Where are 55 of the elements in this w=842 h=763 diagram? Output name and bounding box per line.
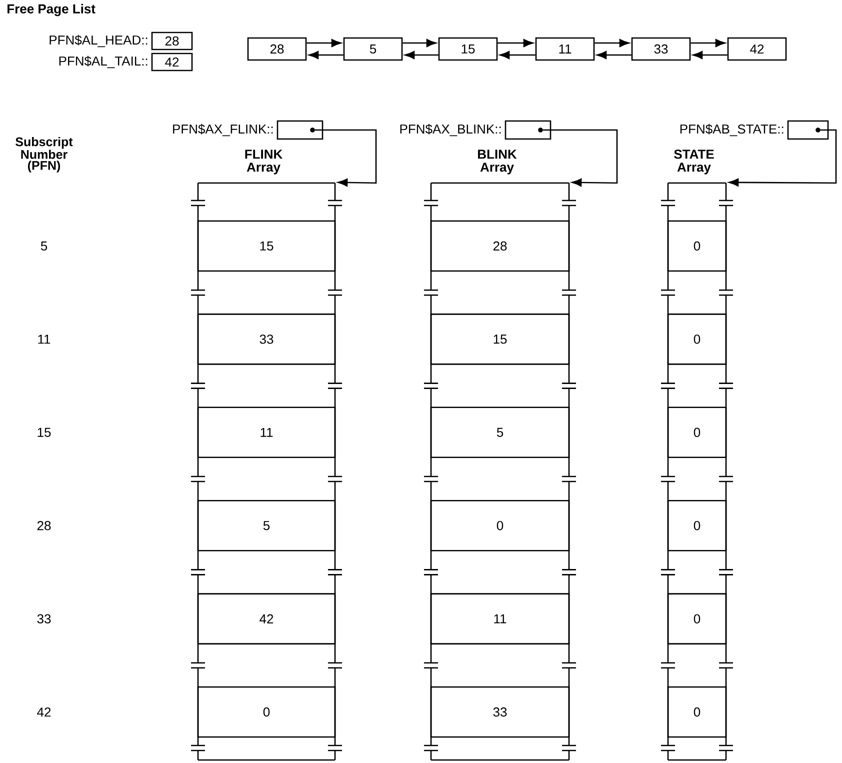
array-cell: 33 bbox=[197, 314, 336, 365]
pointer-box bbox=[787, 120, 829, 140]
pointer-name: PFN$AX_BLINK:: bbox=[400, 124, 501, 136]
array-cell: 0 bbox=[667, 314, 727, 365]
row-number: 5 bbox=[40, 241, 48, 251]
array-cell: 42 bbox=[197, 593, 336, 644]
array-cell: 15 bbox=[197, 220, 336, 272]
array-cell: 28 bbox=[430, 220, 570, 272]
pointer-arrow bbox=[542, 129, 618, 187]
link-arrow bbox=[500, 50, 536, 60]
row-number: 28 bbox=[37, 521, 51, 530]
row-number: 42 bbox=[37, 707, 51, 717]
link-arrow bbox=[690, 38, 726, 48]
array-cell: 0 bbox=[667, 593, 727, 644]
list-entry-box: 33 bbox=[631, 37, 691, 61]
list-entry-box: 28 bbox=[247, 37, 307, 61]
array-cell: 0 bbox=[197, 686, 336, 738]
array-cell: 0 bbox=[667, 406, 727, 458]
register-box: 42 bbox=[151, 52, 193, 72]
link-arrow bbox=[404, 50, 438, 60]
array-cell: 11 bbox=[430, 593, 570, 644]
array-cell: 5 bbox=[430, 406, 570, 458]
array-cell: 0 bbox=[430, 500, 570, 552]
pointer-arrow bbox=[728, 129, 837, 186]
array-cell: 0 bbox=[667, 220, 727, 272]
register-name: PFN$AL_TAIL:: bbox=[59, 56, 148, 68]
pointer-name: PFN$AB_STATE:: bbox=[680, 124, 784, 136]
row-number: 15 bbox=[38, 428, 51, 437]
list-entry-box: 15 bbox=[438, 37, 498, 61]
pointer-arrow bbox=[314, 129, 377, 187]
array-cell: 0 bbox=[667, 686, 727, 738]
pointer-box bbox=[504, 120, 552, 140]
array-cell: 5 bbox=[197, 500, 336, 552]
list-entry-box: 11 bbox=[535, 37, 595, 61]
link-arrow bbox=[594, 38, 630, 48]
column-heading: Subscript Number (PFN) bbox=[16, 137, 73, 172]
link-arrow bbox=[596, 50, 632, 60]
array-cell: 0 bbox=[667, 500, 727, 552]
array-cell: 15 bbox=[430, 314, 570, 365]
array-cell: 33 bbox=[430, 686, 570, 738]
link-arrow bbox=[402, 38, 436, 48]
pointer-name: PFN$AX_FLINK:: bbox=[173, 124, 273, 136]
link-arrow bbox=[498, 38, 534, 48]
link-arrow bbox=[692, 50, 728, 60]
link-arrow bbox=[306, 38, 342, 48]
list-entry-box: 5 bbox=[343, 37, 403, 61]
pointer-box bbox=[276, 120, 324, 140]
row-number: 33 bbox=[37, 614, 51, 624]
array-cell: 11 bbox=[197, 406, 336, 458]
register-name: PFN$AL_HEAD:: bbox=[50, 34, 148, 48]
link-arrow bbox=[308, 50, 344, 60]
section-heading: Free Page List bbox=[8, 4, 96, 16]
row-number: 11 bbox=[38, 334, 50, 344]
list-entry-box: 42 bbox=[727, 37, 787, 61]
register-box: 28 bbox=[151, 32, 193, 50]
